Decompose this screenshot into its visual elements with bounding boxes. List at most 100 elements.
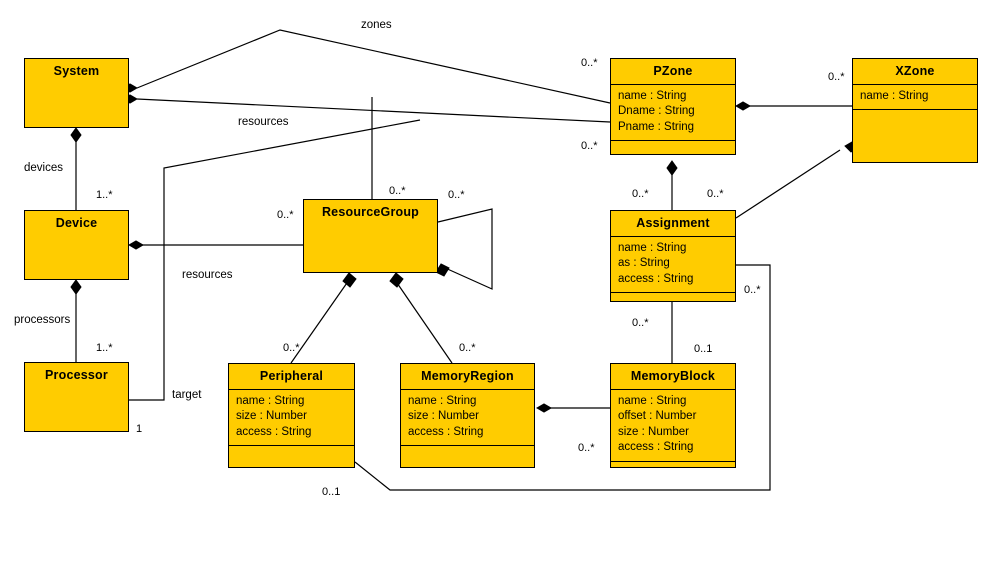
divider bbox=[611, 292, 735, 293]
attributes-pzone: name : String Dname : String Pname : Str… bbox=[611, 85, 735, 141]
multiplicity: 0..* bbox=[283, 342, 300, 354]
class-name-peripheral: Peripheral bbox=[259, 369, 324, 383]
multiplicity: 0..* bbox=[578, 442, 595, 454]
divider bbox=[611, 83, 735, 85]
line-system-resources-pzone bbox=[136, 98, 611, 123]
role-label-devices: devices bbox=[24, 162, 63, 174]
class-box-peripheral[interactable]: Peripheral name : String size : Number a… bbox=[228, 363, 355, 468]
composition-diamond-device-processors bbox=[70, 279, 82, 295]
operations-memoryregion bbox=[401, 446, 534, 549]
attribute: size : Number bbox=[236, 410, 307, 422]
composition-diamond-pzone-assignment bbox=[666, 160, 678, 176]
line-resourcegroup-memoryregion bbox=[394, 279, 453, 364]
line-resourcegroup-self-loop bbox=[437, 208, 493, 290]
class-box-assignment[interactable]: Assignment name : String as : String acc… bbox=[610, 210, 736, 302]
attribute: name : String bbox=[618, 394, 687, 407]
multiplicity: 0..1 bbox=[694, 343, 713, 355]
composition-diamond-pzone-xzone bbox=[734, 101, 752, 111]
composition-diamond-system-devices bbox=[70, 127, 82, 143]
association-lines-layer: PZone (peak route over the top) --> PZon… bbox=[70, 29, 859, 491]
class-name-system: System bbox=[53, 64, 100, 78]
attributes-memoryregion: name : String size : Number access : Str… bbox=[401, 390, 534, 446]
attribute: name : String bbox=[618, 89, 687, 102]
attribute: name : String bbox=[408, 394, 477, 407]
multiplicity: 0..* bbox=[632, 188, 649, 200]
divider bbox=[401, 388, 534, 390]
attribute: Pname : String bbox=[618, 120, 695, 133]
divider bbox=[853, 83, 977, 85]
divider bbox=[611, 388, 735, 390]
attributes-peripheral: name : String size : Number access : Str… bbox=[229, 390, 354, 446]
multiplicity: 1..* bbox=[96, 189, 113, 201]
divider bbox=[401, 445, 534, 446]
multiplicity: 0..* bbox=[448, 189, 465, 201]
class-name-xzone: XZone bbox=[895, 64, 935, 78]
line-resourcegroup-peripheral bbox=[290, 279, 350, 364]
multiplicity: 0..* bbox=[459, 342, 476, 354]
line-processor-target-resourcegroup bbox=[129, 119, 421, 401]
attribute: Dname : String bbox=[618, 105, 695, 117]
divider bbox=[853, 109, 977, 110]
attribute: size : Number bbox=[408, 410, 479, 422]
composition-diamond-rg-memoryregion bbox=[389, 272, 404, 288]
class-box-pzone[interactable]: PZone name : String Dname : String Pname… bbox=[610, 58, 736, 155]
class-name-memoryblock: MemoryBlock bbox=[630, 369, 716, 383]
divider bbox=[611, 460, 735, 462]
composition-diamond-rg-peripheral bbox=[342, 272, 357, 288]
role-label-resources-top: resources bbox=[238, 116, 289, 128]
multiplicity: 1 bbox=[136, 423, 143, 435]
role-label-target: target bbox=[172, 389, 202, 401]
attribute: name : String bbox=[236, 394, 305, 407]
multiplicity: 1..* bbox=[96, 342, 113, 354]
divider bbox=[611, 140, 735, 141]
composition-diamond-device-resources bbox=[127, 240, 145, 250]
class-box-processor[interactable]: Processor bbox=[24, 362, 129, 432]
attributes-assignment: name : String as : String access : Strin… bbox=[611, 237, 735, 293]
divider bbox=[229, 388, 354, 390]
attribute: access : String bbox=[236, 425, 312, 438]
multiplicity: 0..* bbox=[828, 71, 845, 83]
class-name-processor: Processor bbox=[45, 368, 108, 382]
multiplicity: 0..* bbox=[277, 209, 294, 221]
class-name-resourcegroup: ResourceGroup bbox=[321, 205, 420, 219]
role-label-resources-mid: resources bbox=[182, 269, 233, 281]
multiplicity: 0..* bbox=[632, 317, 649, 329]
attribute: access : String bbox=[618, 441, 694, 453]
multiplicity: 0..* bbox=[389, 185, 406, 197]
multiplicity: 0..* bbox=[707, 188, 724, 200]
multiplicity: 0..* bbox=[581, 140, 598, 152]
attribute: size : Number bbox=[618, 425, 689, 438]
class-box-memoryblock[interactable]: MemoryBlock name : String offset : Numbe… bbox=[610, 363, 736, 468]
class-name-memoryregion: MemoryRegion bbox=[421, 369, 514, 383]
attribute: name : String bbox=[618, 241, 687, 254]
class-name-device: Device bbox=[55, 216, 98, 230]
attribute: access : String bbox=[618, 272, 694, 285]
class-box-xzone[interactable]: XZone name : String bbox=[852, 58, 978, 163]
divider bbox=[611, 235, 735, 237]
role-label-processors: processors bbox=[14, 314, 71, 326]
class-name-assignment: Assignment bbox=[636, 216, 710, 230]
class-name-pzone: PZone bbox=[653, 64, 693, 78]
class-box-system[interactable]: System bbox=[24, 58, 129, 128]
attribute: name : String bbox=[860, 89, 929, 102]
role-label-zones: zones bbox=[361, 19, 392, 31]
class-box-resourcegroup[interactable]: ResourceGroup bbox=[303, 199, 438, 273]
class-box-device[interactable]: Device bbox=[24, 210, 129, 280]
divider bbox=[229, 445, 354, 446]
multiplicity: 0..1 bbox=[322, 486, 341, 498]
line-system-zones-pzone bbox=[136, 29, 611, 104]
operations-memoryblock bbox=[611, 462, 735, 565]
attribute: as : String bbox=[618, 257, 670, 269]
attributes-xzone: name : String bbox=[853, 85, 977, 110]
attribute: access : String bbox=[408, 425, 484, 438]
uml-class-diagram: PZone (peak route over the top) --> PZon… bbox=[14, 19, 978, 498]
operations-xzone bbox=[853, 110, 977, 213]
composition-diamond-memoryregion-block bbox=[535, 403, 553, 413]
class-box-memoryregion[interactable]: MemoryRegion name : String size : Number… bbox=[400, 363, 535, 468]
line-assignment-xzone bbox=[735, 149, 841, 219]
multiplicity: 0..* bbox=[581, 57, 598, 69]
attribute: offset : Number bbox=[618, 410, 697, 422]
attributes-memoryblock: name : String offset : Number size : Num… bbox=[611, 390, 735, 461]
line-assignment-elbow-peripheral bbox=[354, 264, 771, 491]
multiplicity: 0..* bbox=[744, 284, 761, 296]
